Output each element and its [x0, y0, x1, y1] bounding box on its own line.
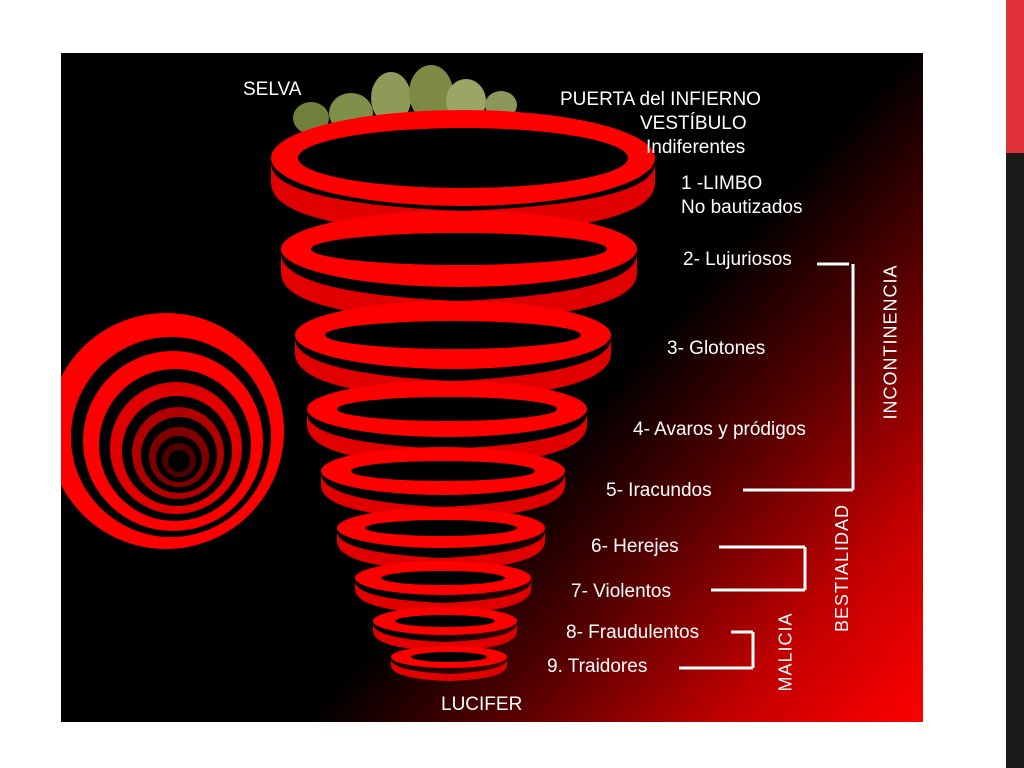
group-malicia: MALICIA: [775, 612, 796, 692]
label-selva: SELVA: [243, 79, 302, 100]
label-puerta: PUERTA del INFIERNO: [560, 89, 761, 110]
circle-label: 3- Glotones: [667, 338, 766, 359]
inferno-diagram: SELVA PUERTA del INFIERNO VESTÍBULO Indi…: [61, 53, 923, 722]
funnel-rings: [271, 110, 655, 681]
circle-label: 8- Fraudulentos: [566, 622, 700, 643]
label-lucifer: LUCIFER: [441, 694, 523, 715]
bracket-lines: [679, 262, 855, 670]
circle-label: 9. Traidores: [547, 656, 648, 677]
side-accent: [1006, 0, 1024, 153]
group-bestialidad: BESTIALIDAD: [832, 503, 853, 633]
circle-label: 4- Avaros y pródigos: [633, 419, 806, 440]
label-vestibulo: VESTÍBULO: [640, 113, 747, 134]
tunnel-top-view: [61, 313, 284, 549]
label-no-bautizados: No bautizados: [681, 197, 803, 218]
label-indiferentes: Indiferentes: [646, 137, 746, 158]
circle-label: 5- Iracundos: [606, 480, 712, 501]
circle-label: 7- Violentos: [571, 581, 671, 602]
group-incontinencia: INCONTINENCIA: [880, 264, 901, 420]
label-limbo: 1 -LIMBO: [681, 173, 763, 194]
circle-label: 2- Lujuriosos: [683, 249, 792, 270]
circle-label: 6- Herejes: [591, 536, 679, 557]
slide-side-strip: [1006, 0, 1024, 768]
funnel-drawing: [61, 65, 855, 681]
